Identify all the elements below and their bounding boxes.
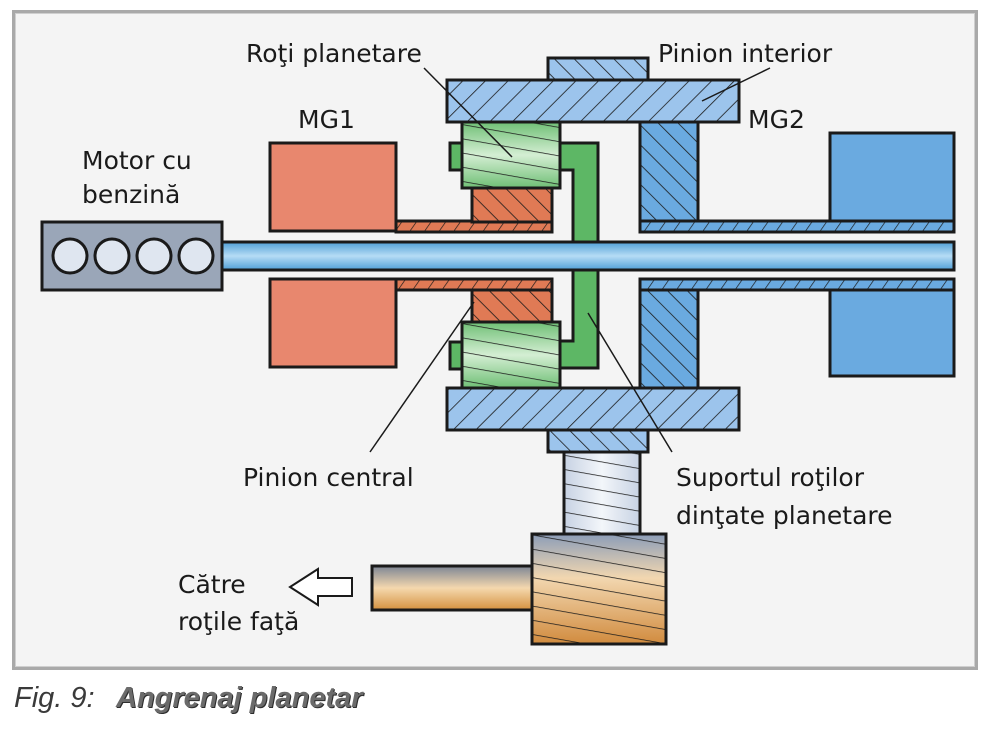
cylinder-icon — [93, 237, 131, 275]
label-ring-gear: Pinion interior — [658, 39, 833, 68]
left-arrow-icon — [288, 567, 353, 607]
label-output-line1: Către — [178, 570, 246, 599]
label-planet-gears: Roţi planetare — [246, 39, 422, 68]
mg1-motor-generator — [268, 141, 554, 369]
sun-gear — [470, 186, 554, 326]
label-engine-line2: benzină — [82, 180, 180, 209]
leader-line-carrier — [587, 312, 673, 453]
cylinder-icon — [135, 237, 173, 275]
label-carrier-line1: Suportul roţilor — [676, 463, 865, 492]
label-sun-gear: Pinion central — [243, 463, 414, 492]
label-engine-line1: Motor cu — [82, 146, 192, 175]
cylinder-icon — [51, 237, 89, 275]
label-mg1: MG1 — [298, 105, 355, 134]
petrol-engine — [40, 220, 224, 292]
label-carrier-line2: dinţate planetare — [676, 501, 893, 530]
figure-caption-prefix: Fig. 9: — [14, 682, 95, 714]
figure-caption-title: Angrenaj planetar — [116, 682, 363, 714]
main-shaft — [220, 240, 956, 272]
leader-line-sun — [369, 301, 475, 453]
cylinder-icon — [177, 237, 215, 275]
leader-line-planet — [423, 67, 513, 158]
ring-gear — [445, 56, 741, 454]
counter-gear — [562, 450, 642, 536]
mg2-motor-generator — [638, 120, 956, 390]
label-mg2: MG2 — [748, 105, 805, 134]
label-output-line2: roţile faţă — [178, 607, 299, 636]
leader-line-ring — [701, 67, 771, 102]
output-gear — [370, 532, 668, 646]
